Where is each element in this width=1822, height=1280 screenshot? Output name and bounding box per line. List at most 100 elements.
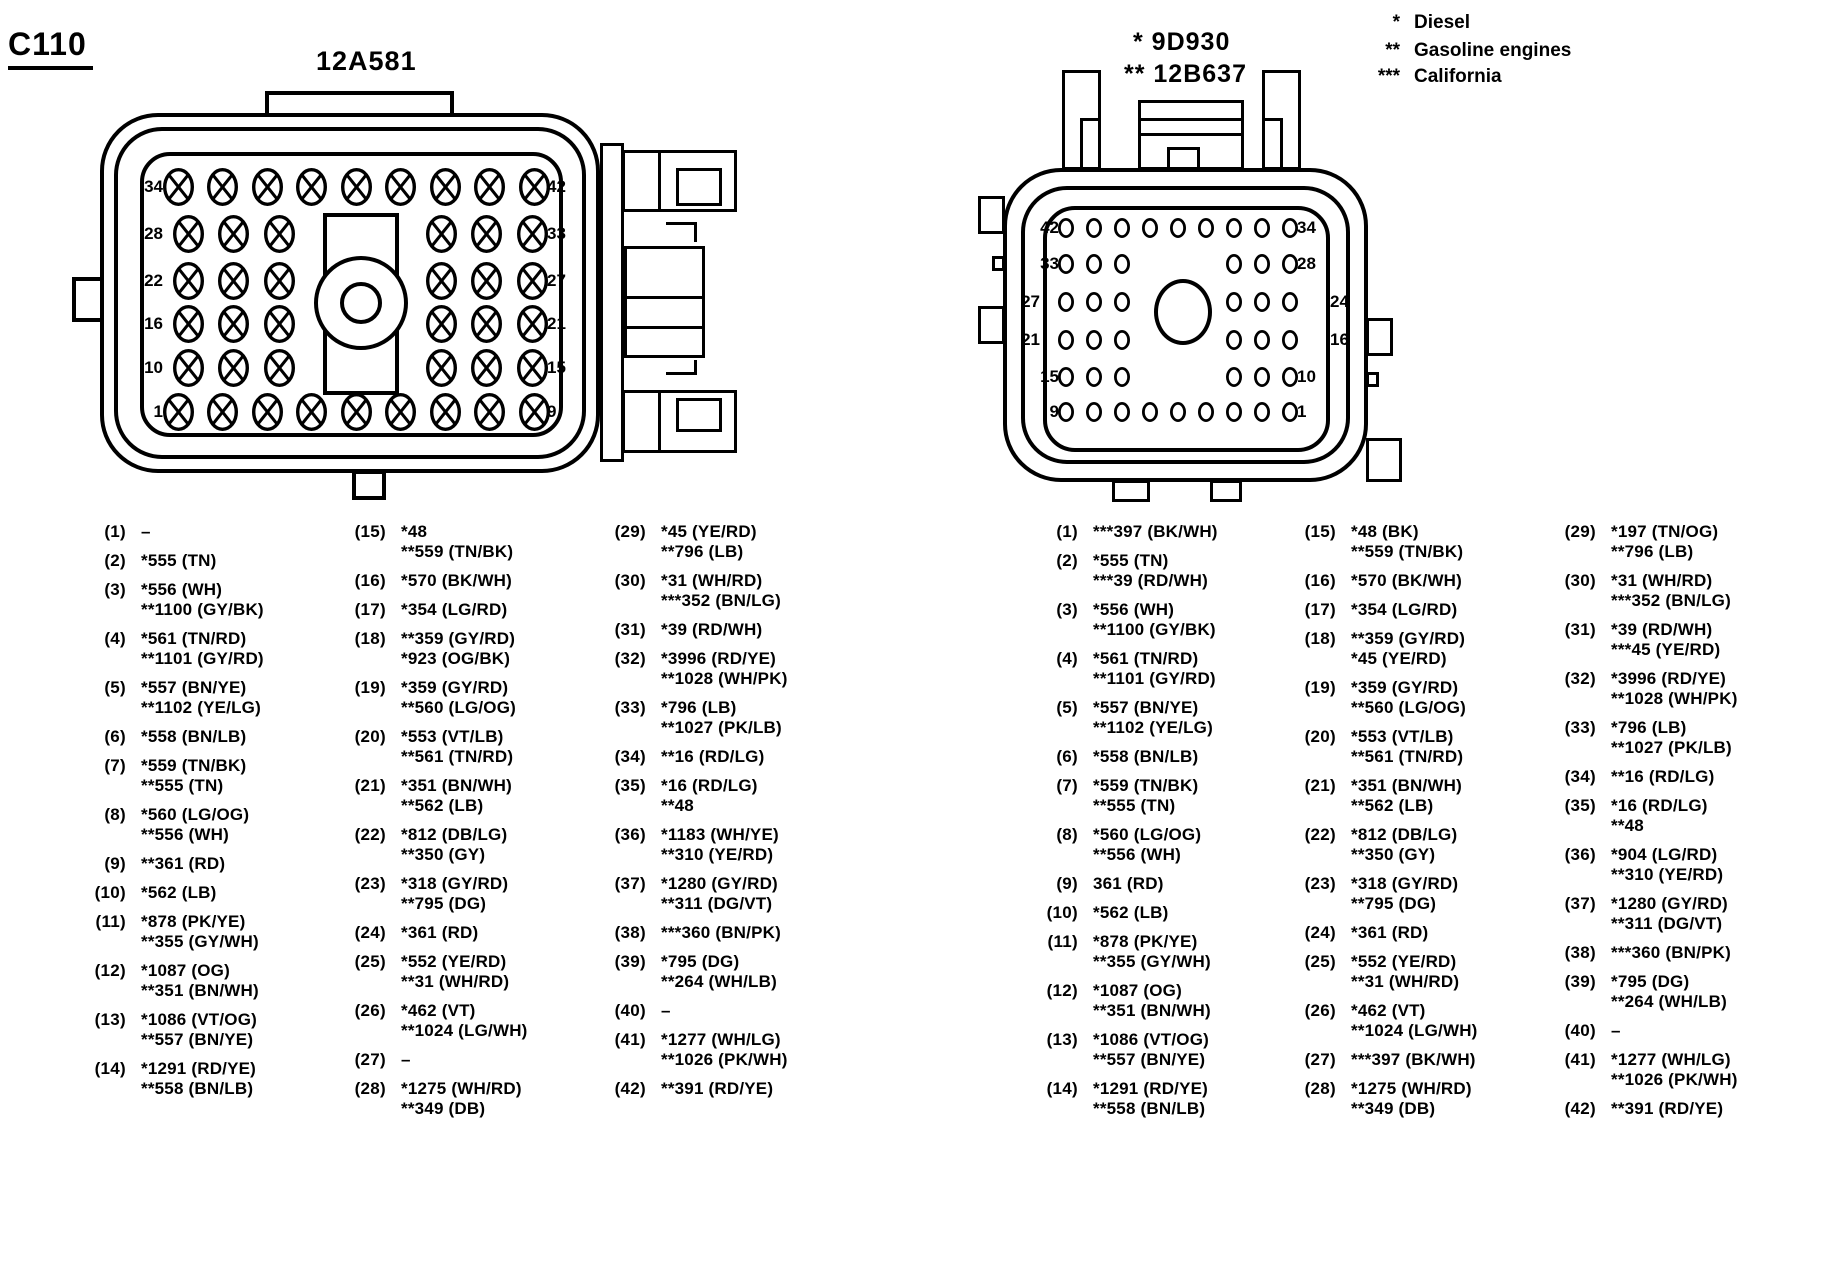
pin-circle: [1086, 367, 1102, 387]
wire-code: *561 (TN/RD): [1093, 649, 1199, 668]
pin-row-label: 1: [1297, 402, 1307, 421]
pin-circle: [1114, 292, 1130, 312]
wire-codes: *558 (BN/LB): [141, 727, 246, 747]
pin-row-label: 9: [547, 402, 557, 421]
connector-a-shell-mid: [114, 127, 586, 459]
pin-list-entry: (29)*197 (TN/OG)**796 (LB): [1548, 522, 1738, 562]
wire-code: *556 (WH): [1093, 600, 1175, 619]
pin-list-entry: (2)*555 (TN)***39 (RD/WH): [1030, 551, 1218, 591]
wire-code: **1024 (LG/WH): [401, 1021, 528, 1040]
latch-dash: [666, 222, 696, 225]
pin-row-label: 21: [547, 314, 566, 333]
pin-number: (23): [1304, 874, 1336, 893]
pin-number: (9): [1056, 874, 1078, 893]
wire-code: **555 (TN): [141, 776, 224, 795]
pin-x-circle: [425, 215, 457, 253]
wire-codes: *39 (RD/WH): [661, 620, 762, 640]
wire-codes: *796 (LB)**1027 (PK/LB): [661, 698, 782, 738]
wire-code: **795 (DG): [401, 894, 487, 913]
connector-b-prong-left-step: [1080, 118, 1101, 170]
wire-codes: *1087 (OG)**351 (BN/WH): [1093, 981, 1211, 1021]
pin-x-circle: [218, 215, 249, 253]
wire-code: *559 (TN/BK): [141, 756, 247, 775]
pin-row-label: 15: [547, 358, 566, 377]
pin-circle: [1254, 367, 1270, 387]
pin-number: (10): [1046, 903, 1078, 922]
pin-x-circle: [296, 393, 327, 431]
wire-code: *31 (WH/RD): [661, 571, 763, 590]
pin-number: (28): [1304, 1079, 1336, 1098]
pin-list-entry: (32)*3996 (RD/YE)**1028 (WH/PK): [1548, 669, 1738, 709]
wire-codes: *812 (DB/LG)**350 (GY): [401, 825, 507, 865]
pin-number: (12): [1046, 981, 1078, 1000]
pin-list-entry: (16)*570 (BK/WH): [1288, 571, 1478, 591]
pin-row-label: 10: [144, 358, 163, 377]
pin-row-label: 42: [1040, 218, 1059, 237]
pin-list-entry: (34)**16 (RD/LG): [1548, 767, 1738, 787]
pin-list-entry: (14)*1291 (RD/YE)**558 (BN/LB): [1030, 1079, 1218, 1119]
pin-list-column: (29)*197 (TN/OG)**796 (LB)(30)*31 (WH/RD…: [1548, 522, 1738, 1119]
wire-code: *557 (BN/YE): [1093, 698, 1199, 717]
wire-code: **351 (BN/WH): [1093, 1001, 1211, 1020]
pin-number: (42): [1564, 1099, 1596, 1118]
pin-circle: [1114, 367, 1130, 387]
pin-circle: [1198, 402, 1214, 422]
wire-code: *555 (TN): [141, 551, 217, 570]
pin-list-entry: (8)*560 (LG/OG)**556 (WH): [78, 805, 264, 845]
pin-circle: [1058, 402, 1074, 422]
wire-code: *361 (RD): [401, 923, 479, 942]
pin-list-entry: (35)*16 (RD/LG)**48: [1548, 796, 1738, 836]
pin-x-circle: [471, 349, 502, 387]
wire-code: **560 (LG/OG): [401, 698, 517, 717]
wire-codes: **16 (RD/LG): [661, 747, 764, 767]
wire-code: *557 (BN/YE): [141, 678, 247, 697]
wire-codes: *351 (BN/WH)**562 (LB): [401, 776, 512, 816]
pin-number: (19): [1304, 678, 1336, 697]
wire-code: **796 (LB): [1611, 542, 1694, 561]
pin-number: (14): [1046, 1079, 1078, 1098]
wire-code: *48 (BK): [1351, 522, 1419, 541]
wire-code: **311 (DG/VT): [1611, 914, 1723, 933]
pin-number: (33): [1564, 718, 1596, 737]
pin-number: (4): [1056, 649, 1078, 668]
pin-list-entry: (6)*558 (BN/LB): [78, 727, 264, 747]
wire-code: *197 (TN/OG): [1611, 522, 1719, 541]
wire-code: *1275 (WH/RD): [1351, 1079, 1472, 1098]
pin-number: (31): [1564, 620, 1596, 639]
connector-a-title: 12A581: [316, 46, 417, 76]
pin-x-circle: [263, 349, 295, 387]
pin-list-entry: (4)*561 (TN/RD)**1101 (GY/RD): [1030, 649, 1218, 689]
wire-code: *3996 (RD/YE): [661, 649, 777, 668]
wire-codes: *558 (BN/LB): [1093, 747, 1198, 767]
wire-code: **264 (WH/LB): [661, 972, 777, 991]
connector-b-title-gasoline: ** 12B637: [1124, 60, 1247, 88]
wire-codes: *16 (RD/LG)**48: [1611, 796, 1708, 836]
wire-codes: *559 (TN/BK)**555 (TN): [141, 756, 246, 796]
pin-circle: [1226, 218, 1242, 238]
pin-row-label: 33: [547, 224, 566, 243]
connector-b-title-diesel: * 9D930: [1133, 28, 1231, 56]
pin-number: (41): [614, 1030, 646, 1049]
pin-number: (8): [104, 805, 126, 824]
pin-number: (30): [1564, 571, 1596, 590]
pin-number: (5): [1056, 698, 1078, 717]
wire-code: **1028 (WH/PK): [661, 669, 788, 688]
wire-codes: *557 (BN/YE)**1102 (YE/LG): [141, 678, 261, 718]
pin-row-label: 16: [1330, 330, 1349, 349]
wire-code: **1100 (GY/BK): [141, 600, 264, 619]
wire-code: *812 (DB/LG): [1351, 825, 1458, 844]
pin-x-circle: [207, 393, 238, 431]
pin-list-entry: (37)*1280 (GY/RD)**311 (DG/VT): [598, 874, 788, 914]
pin-number: (16): [354, 571, 386, 590]
wire-codes: –: [661, 1001, 671, 1021]
pin-number: (17): [1304, 600, 1336, 619]
pin-number: (39): [1564, 972, 1596, 991]
connector-a-latch-top-inner: [676, 168, 722, 206]
pin-number: (17): [354, 600, 386, 619]
pin-list-entry: (18)**359 (GY/RD)*923 (OG/BK): [338, 629, 528, 669]
connector-b-bottom-tab-1: [1112, 480, 1150, 502]
wire-codes: *552 (YE/RD)**31 (WH/RD): [1351, 952, 1459, 992]
wire-code: **31 (WH/RD): [401, 972, 510, 991]
pin-list-entry: (40)–: [598, 1001, 788, 1021]
wire-code: *878 (PK/YE): [1093, 932, 1198, 951]
